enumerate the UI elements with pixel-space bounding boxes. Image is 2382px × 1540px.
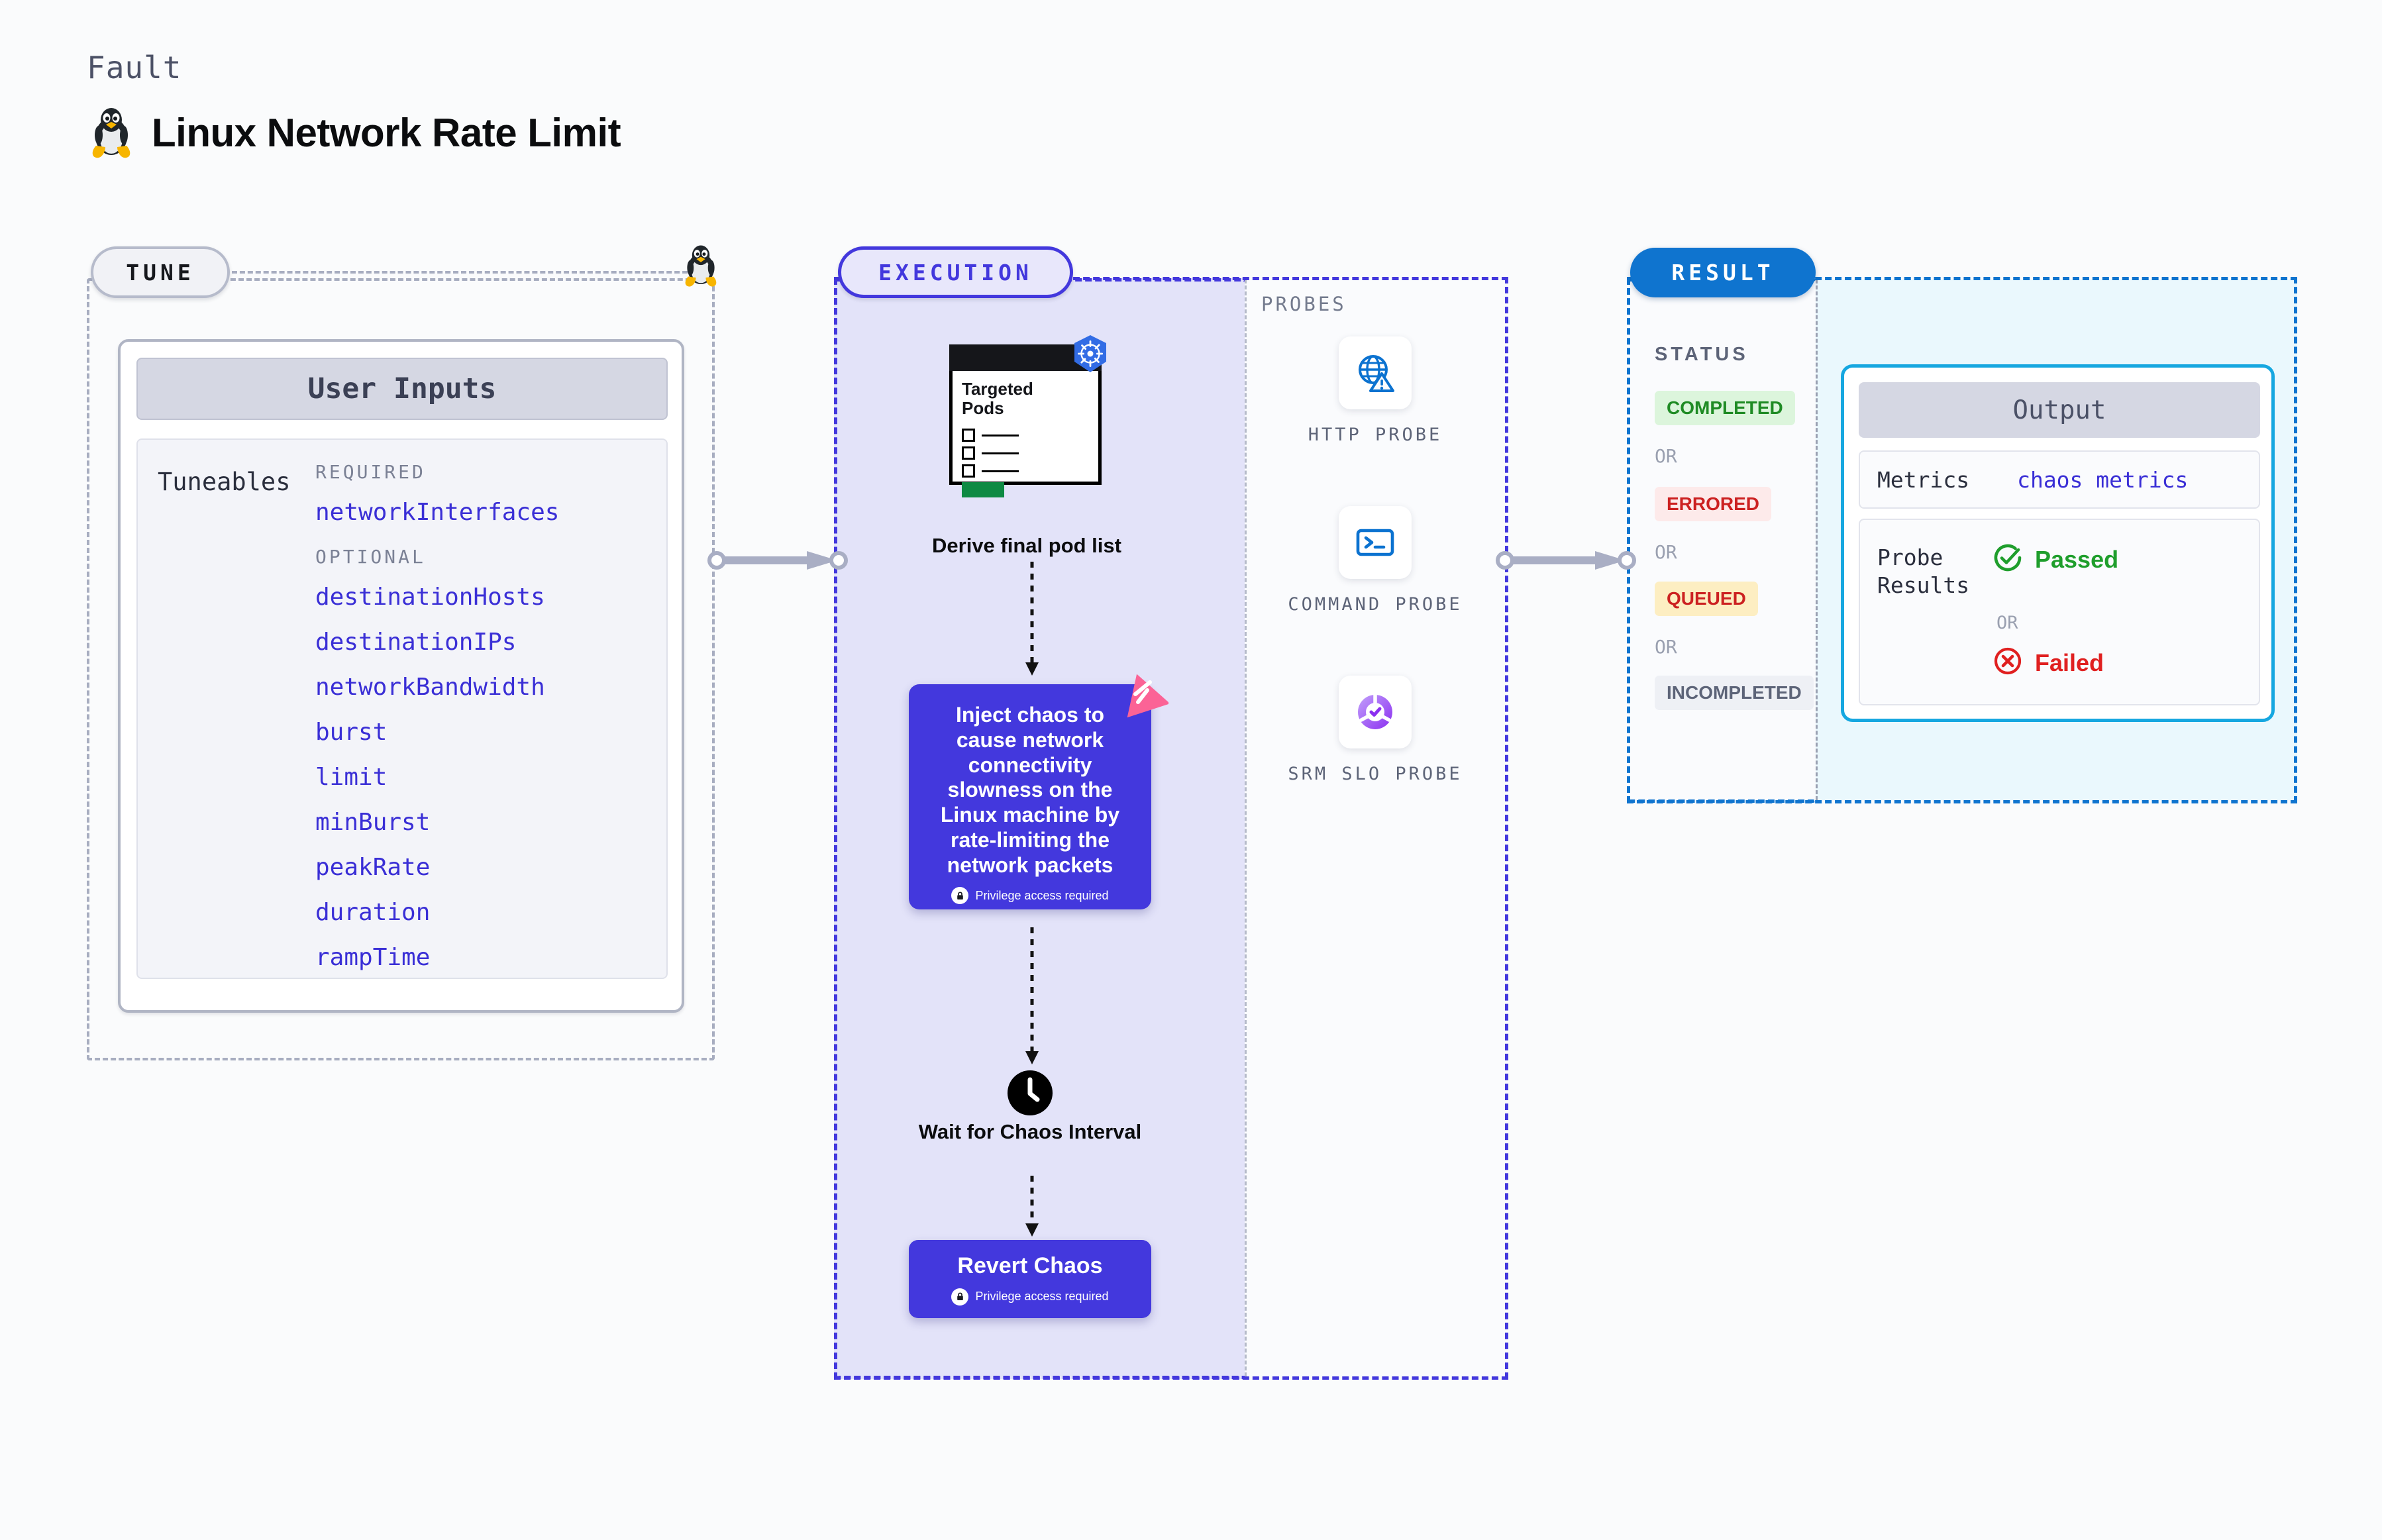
tuneable-ramptime[interactable]: rampTime — [315, 944, 431, 971]
result-bottom-dashed-border — [1627, 800, 2297, 803]
page-title-row: Linux Network Rate Limit — [89, 106, 621, 159]
checkbox-icon — [962, 446, 975, 460]
status-label: STATUS — [1655, 344, 1749, 365]
tuneables-list: REQUIRED networkInterfaces OPTIONAL dest… — [315, 461, 660, 989]
probe-command[interactable]: COMMAND PROBE — [1282, 506, 1468, 616]
revert-privilege-text: Privilege access required — [975, 1290, 1109, 1303]
status-or-2: OR — [1655, 541, 1677, 563]
execution-bottom-dashed-border — [834, 1376, 1508, 1380]
arrow-pod-to-inject — [1024, 562, 1040, 681]
probes-label: PROBES — [1261, 293, 1347, 315]
metrics-value[interactable]: chaos metrics — [2017, 466, 2189, 493]
revert-privilege-note: Privilege access required — [951, 1288, 1109, 1306]
page-title: Linux Network Rate Limit — [152, 110, 621, 155]
output-header: Output — [1859, 382, 2260, 438]
probe-http[interactable]: HTTP PROBE — [1282, 336, 1468, 446]
status-badge-errored: ERRORED — [1655, 487, 1772, 521]
probe-srm-slo-label: SRM SLO PROBE — [1288, 764, 1463, 784]
user-inputs-card: User Inputs Tuneables REQUIRED networkIn… — [118, 339, 684, 1013]
result-badge: RESULT — [1630, 248, 1816, 297]
check-circle-icon — [1993, 542, 2023, 576]
tuneables-group-optional-title: OPTIONAL — [315, 546, 426, 568]
tuneable-destinationips[interactable]: destinationIPs — [315, 629, 517, 656]
tune-panel — [87, 278, 715, 1060]
probe-command-label: COMMAND PROBE — [1288, 594, 1463, 615]
execution-top-dashed-border — [834, 277, 1508, 280]
wait-for-chaos-caption: Wait for Chaos Interval — [918, 1120, 1142, 1143]
probe-result-failed: Failed — [1993, 646, 2104, 680]
pod-list-item — [962, 429, 1019, 442]
litmuschaos-icon — [1118, 670, 1170, 721]
connector-execution-to-result — [1496, 551, 1636, 570]
revert-chaos-box: Revert Chaos Privilege access required — [909, 1240, 1151, 1318]
pod-list-item — [962, 464, 1019, 478]
metrics-key: Metrics — [1877, 466, 1970, 493]
lock-icon — [951, 1288, 969, 1306]
tuneables-box: Tuneables REQUIRED networkInterfaces OPT… — [136, 438, 668, 979]
linux-penguin-icon — [89, 106, 133, 159]
checkbox-icon — [962, 429, 975, 442]
linux-penguin-icon — [682, 244, 719, 287]
tuneable-limit[interactable]: limit — [315, 764, 388, 791]
result-top-dashed-border — [1627, 277, 2297, 280]
status-or-1: OR — [1655, 445, 1677, 467]
tuneable-networkbandwidth[interactable]: networkBandwidth — [315, 674, 545, 701]
lock-icon — [951, 887, 969, 905]
pod-progress-bar — [962, 482, 1004, 497]
inject-privilege-note: Privilege access required — [951, 887, 1109, 905]
globe-warning-icon — [1339, 336, 1412, 409]
status-badge-incompleted: INCOMPLETED — [1655, 676, 1814, 710]
tuneable-minburst[interactable]: minBurst — [315, 809, 431, 836]
kubernetes-icon — [1070, 334, 1111, 378]
pod-list-item — [962, 446, 1019, 460]
probe-http-label: HTTP PROBE — [1308, 425, 1443, 445]
tuneable-peakrate[interactable]: peakRate — [315, 854, 431, 881]
status-badge-completed: COMPLETED — [1655, 391, 1795, 425]
clock-icon — [1006, 1069, 1054, 1120]
execution-badge: EXECUTION — [838, 246, 1073, 298]
probe-result-passed-label: Passed — [2035, 545, 2119, 573]
metrics-row: Metrics chaos metrics — [1859, 450, 2260, 509]
connector-tune-to-execution — [707, 551, 848, 570]
inject-privilege-text: Privilege access required — [975, 888, 1109, 902]
arrow-wait-to-revert — [1024, 1176, 1040, 1242]
output-title: Output — [2012, 395, 2106, 425]
checkbox-icon — [962, 464, 975, 478]
status-badge-queued: QUEUED — [1655, 582, 1758, 616]
execution-right-dashed-border — [1505, 277, 1508, 1379]
tuneables-group-required-title: REQUIRED — [315, 461, 426, 483]
user-inputs-title: User Inputs — [307, 372, 497, 405]
x-circle-icon — [1993, 646, 2023, 680]
arrow-inject-to-wait — [1024, 927, 1040, 1070]
derive-pod-list-caption: Derive final pod list — [932, 534, 1121, 557]
slo-check-icon — [1339, 676, 1412, 748]
revert-chaos-title: Revert Chaos — [957, 1253, 1103, 1278]
result-right-dashed-border — [2294, 277, 2297, 803]
probe-result-or: OR — [1996, 613, 2018, 633]
fault-kicker-label: Fault — [87, 50, 182, 85]
inject-chaos-box: Inject chaos to cause network connectivi… — [909, 684, 1151, 909]
user-inputs-header: User Inputs — [136, 358, 668, 420]
tuneable-destinationhosts[interactable]: destinationHosts — [315, 584, 545, 611]
tuneable-duration[interactable]: duration — [315, 899, 431, 926]
probes-region — [1245, 280, 1505, 1376]
terminal-icon — [1339, 506, 1412, 579]
tune-panel-top-dashed-line — [232, 271, 696, 274]
inject-chaos-text: Inject chaos to cause network connectivi… — [940, 703, 1120, 877]
tuneable-burst[interactable]: burst — [315, 719, 388, 746]
probe-result-failed-label: Failed — [2035, 648, 2104, 676]
tuneable-networkinterfaces[interactable]: networkInterfaces — [315, 499, 560, 526]
result-status-panel — [1627, 278, 1816, 803]
status-or-3: OR — [1655, 636, 1677, 658]
probe-result-passed: Passed — [1993, 542, 2118, 576]
tune-badge: TUNE — [91, 246, 230, 298]
probe-srm-slo[interactable]: SRM SLO PROBE — [1282, 676, 1468, 786]
tuneables-label: Tuneables — [158, 468, 291, 496]
